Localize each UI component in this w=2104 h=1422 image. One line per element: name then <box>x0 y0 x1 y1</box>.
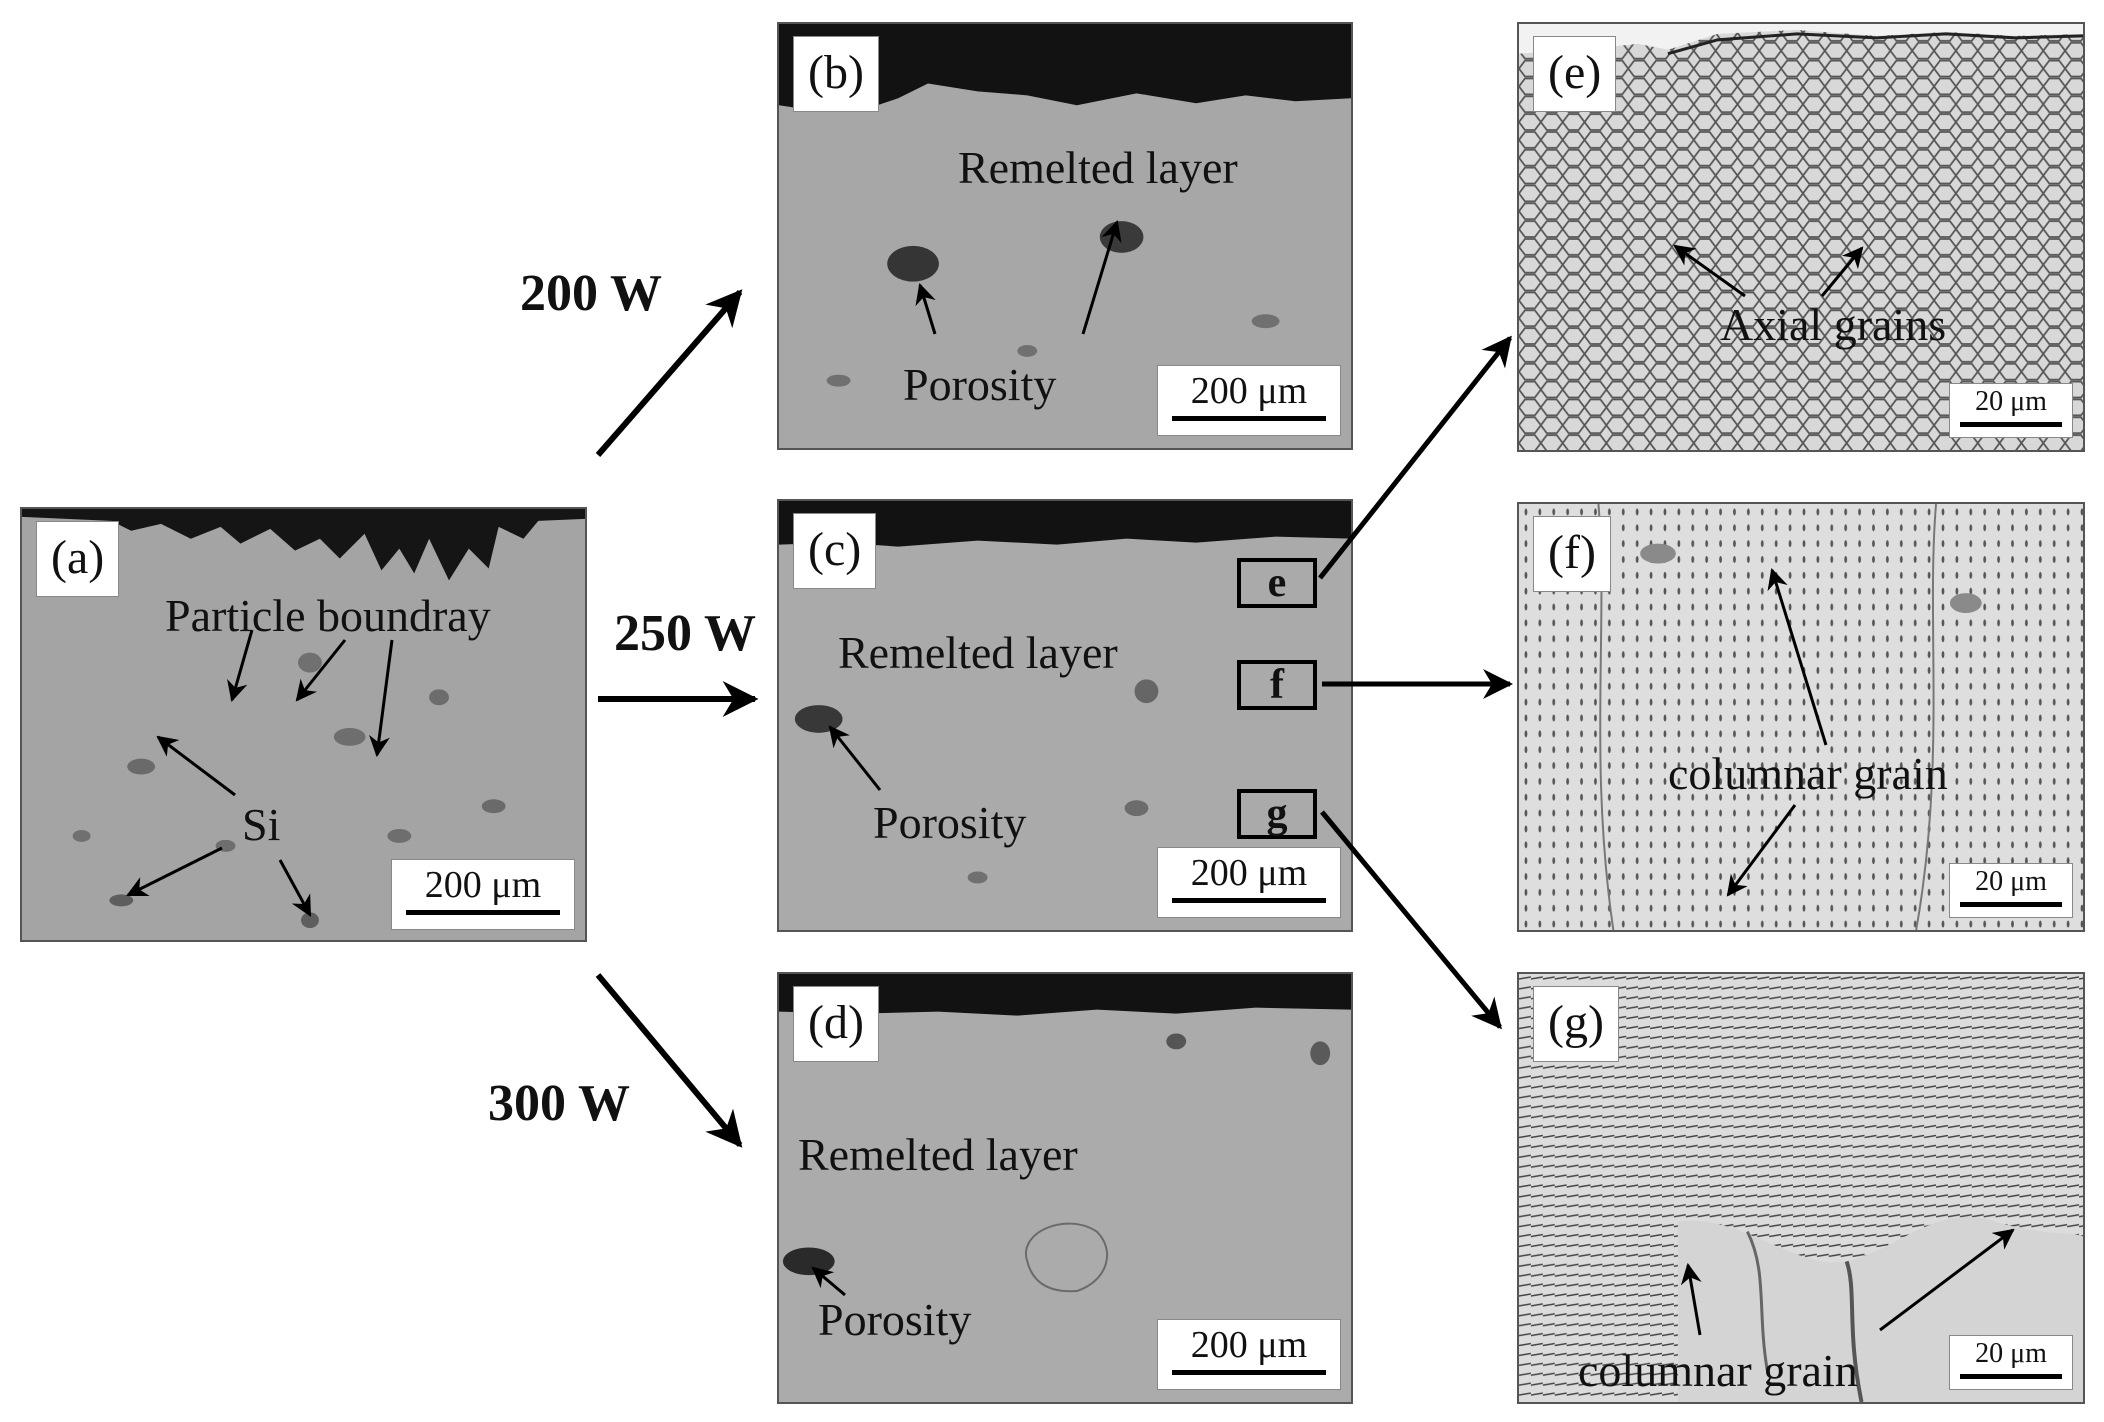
scale-line-e <box>1960 422 2062 427</box>
region-box-e: e <box>1237 558 1317 608</box>
panel-c: (c) 200 μm <box>777 499 1353 932</box>
label-porosity-b: Porosity <box>903 359 1057 410</box>
panel-tag-d: (d) <box>793 986 879 1062</box>
scale-bar-d: 200 μm <box>1157 1319 1341 1390</box>
scale-line-c <box>1172 898 1326 903</box>
panel-tag-a: (a) <box>36 521 120 597</box>
panel-tag-e: (e) <box>1533 36 1617 112</box>
label-remelted-layer-d: Remelted layer <box>798 1129 1078 1180</box>
scale-bar-g: 20 μm <box>1949 1335 2073 1390</box>
scale-label-b: 200 μm <box>1190 370 1308 412</box>
scale-label-a: 200 μm <box>424 864 542 906</box>
power-label-200w: 200 W <box>520 265 663 322</box>
panel-tag-g: (g) <box>1533 986 1619 1062</box>
panel-e: (e) 20 μm <box>1517 22 2085 452</box>
label-si: Si <box>242 799 281 850</box>
label-remelted-layer-b: Remelted layer <box>958 142 1238 193</box>
scale-line-g <box>1960 1374 2062 1379</box>
scale-line-a <box>406 910 560 915</box>
scale-label-c: 200 μm <box>1190 852 1308 894</box>
panel-g: (g) 20 μm <box>1517 972 2085 1404</box>
scale-line-d <box>1172 1370 1326 1375</box>
scale-bar-a: 200 μm <box>391 859 575 930</box>
scale-label-d: 200 μm <box>1190 1324 1308 1366</box>
scale-label-e: 20 μm <box>1975 386 2047 417</box>
scale-line-f <box>1960 902 2062 907</box>
panel-tag-b: (b) <box>793 36 879 112</box>
scale-label-f: 20 μm <box>1975 866 2047 897</box>
label-columnar-grain-g: columnar grain <box>1578 1345 1858 1396</box>
scale-bar-c: 200 μm <box>1157 847 1341 918</box>
panel-tag-f: (f) <box>1533 516 1611 592</box>
panel-f: (f) 20 μm <box>1517 502 2085 932</box>
panel-d: (d) 200 μm <box>777 972 1353 1404</box>
label-axial-grains: Axial grains <box>1720 299 1947 350</box>
power-label-250w: 250 W <box>614 605 757 662</box>
region-box-g: g <box>1237 789 1317 839</box>
label-porosity-d: Porosity <box>818 1294 972 1345</box>
scale-bar-f: 20 μm <box>1949 863 2073 918</box>
label-particle-boundary: Particle boundray <box>165 590 491 641</box>
scale-bar-b: 200 μm <box>1157 365 1341 436</box>
region-box-f: f <box>1237 660 1317 710</box>
panel-a: (a) 200 μm <box>20 507 587 942</box>
scale-label-g: 20 μm <box>1975 1338 2047 1369</box>
label-columnar-grain-f: columnar grain <box>1668 748 1948 799</box>
label-remelted-layer-c: Remelted layer <box>838 627 1118 678</box>
panel-b: (b) 200 μm <box>777 22 1353 450</box>
scale-line-b <box>1172 416 1326 421</box>
panel-tag-c: (c) <box>793 513 877 589</box>
power-label-300w: 300 W <box>488 1075 631 1132</box>
label-porosity-c: Porosity <box>873 797 1027 848</box>
scale-bar-e: 20 μm <box>1949 383 2073 438</box>
